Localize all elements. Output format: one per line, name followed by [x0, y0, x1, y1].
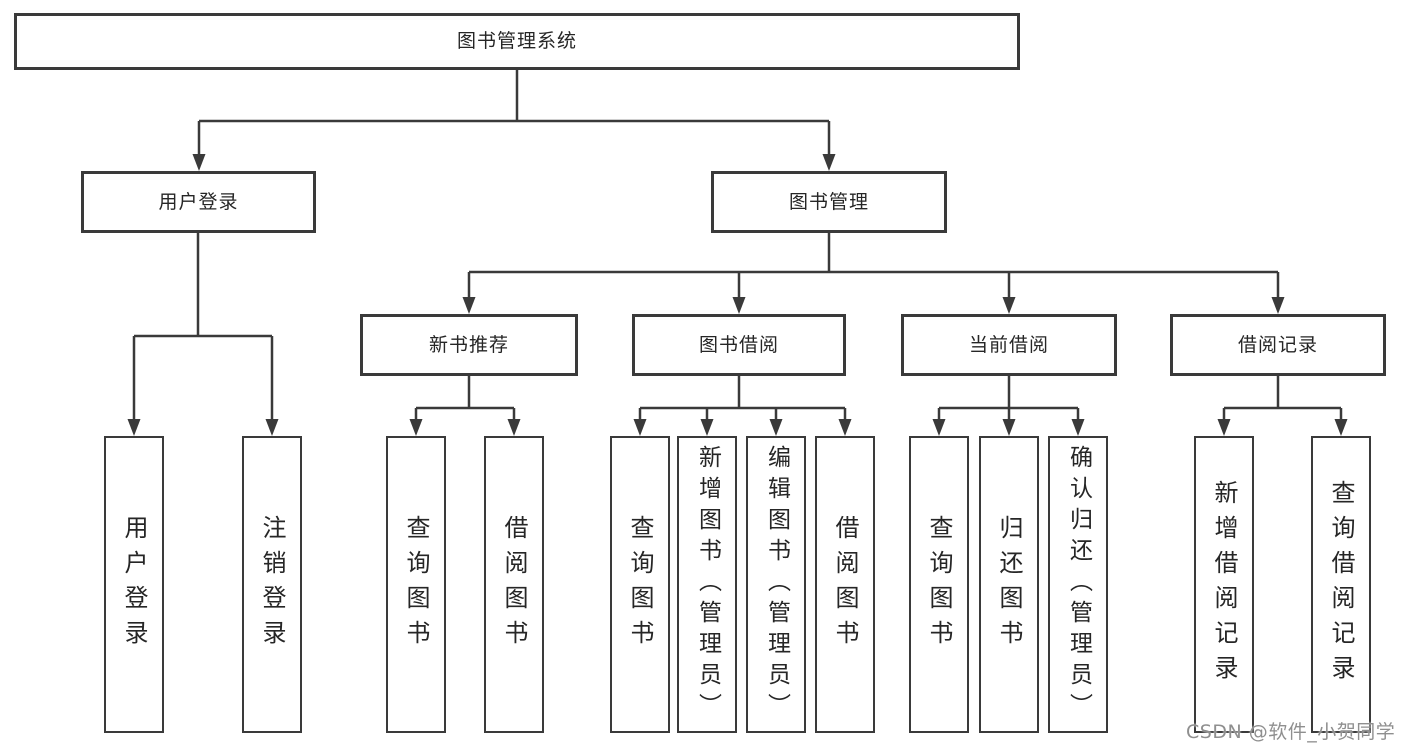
arrowhead-icon — [1002, 297, 1016, 314]
arrowhead-icon — [127, 419, 141, 436]
arrowhead-icon — [822, 154, 836, 171]
arrowhead-icon — [700, 419, 714, 436]
arrowhead-icons — [127, 154, 1348, 436]
leaf-user-login: 用户登录 — [104, 436, 164, 733]
node-new-book-recommendation: 新书推荐 — [360, 314, 578, 376]
leaf-borrowing-edit-books-admin: 编辑图书（管理员） — [746, 436, 806, 733]
leaf-records-query-borrow-record: 查询借阅记录 — [1311, 436, 1371, 733]
leaf-records-add-borrow-record: 新增借阅记录 — [1194, 436, 1254, 733]
arrowhead-icon — [732, 297, 746, 314]
node-label: 查询借阅记录 — [1327, 479, 1355, 690]
arrowhead-icon — [1271, 297, 1285, 314]
csdn-watermark: CSDN @软件_小贺同学 — [1186, 721, 1396, 743]
leaf-logout: 注销登录 — [242, 436, 302, 733]
node-book-borrowing: 图书借阅 — [632, 314, 846, 376]
arrowhead-icon — [838, 419, 852, 436]
node-label: 编辑图书（管理员） — [763, 445, 790, 724]
branch-lines — [132, 70, 1343, 421]
arrowhead-icon — [1002, 419, 1016, 436]
connector-borrow-record-branch — [1222, 376, 1343, 421]
arrowhead-icon — [265, 419, 279, 436]
node-book-management-system: 图书管理系统 — [14, 13, 1020, 70]
node-label: 借阅图书 — [500, 514, 528, 655]
node-label: 图书借阅 — [698, 333, 779, 356]
node-label: 确认归还（管理员） — [1065, 445, 1092, 724]
node-book-management: 图书管理 — [711, 171, 947, 233]
connector-root-to-level2 — [197, 70, 831, 156]
arrowhead-icon — [1334, 419, 1348, 436]
arrowhead-icon — [932, 419, 946, 436]
leaf-recommend-borrow-books: 借阅图书 — [484, 436, 544, 733]
node-label: 新增借阅记录 — [1210, 479, 1238, 690]
node-label: 注销登录 — [258, 514, 286, 655]
connector-book-borrow-branch — [638, 376, 847, 421]
node-user-login: 用户登录 — [81, 171, 316, 233]
node-label: 用户登录 — [158, 190, 239, 213]
leaf-borrowing-borrow-books: 借阅图书 — [815, 436, 875, 733]
arrowhead-icon — [769, 419, 783, 436]
arrowhead-icon — [409, 419, 423, 436]
node-label: 用户登录 — [120, 514, 148, 655]
node-current-borrowing: 当前借阅 — [901, 314, 1117, 376]
node-label: 借阅图书 — [831, 514, 859, 655]
node-label: 查询图书 — [402, 514, 430, 655]
leaf-current-query-books: 查询图书 — [909, 436, 969, 733]
connector-new-book-branch — [414, 376, 516, 421]
leaf-current-confirm-return-admin: 确认归还（管理员） — [1048, 436, 1108, 733]
leaf-recommend-query-books: 查询图书 — [386, 436, 446, 733]
node-label: 查询图书 — [925, 514, 953, 655]
node-label: 新增图书（管理员） — [694, 445, 721, 724]
leaf-borrowing-add-books-admin: 新增图书（管理员） — [677, 436, 737, 733]
arrowhead-icon — [633, 419, 647, 436]
node-label: 当前借阅 — [968, 333, 1049, 356]
arrowhead-icon — [462, 297, 476, 314]
arrowhead-icon — [507, 419, 521, 436]
connector-current-borrow-branch — [937, 376, 1080, 421]
node-label: 归还图书 — [995, 514, 1023, 655]
node-label: 新书推荐 — [428, 333, 509, 356]
connector-user-login-branch — [132, 233, 274, 421]
node-label: 图书管理 — [788, 190, 869, 213]
node-label: 查询图书 — [626, 514, 654, 655]
arrowhead-icon — [192, 154, 206, 171]
leaf-borrowing-query-books: 查询图书 — [610, 436, 670, 733]
arrowhead-icon — [1071, 419, 1085, 436]
node-label: 图书管理系统 — [456, 30, 577, 52]
connector-book-management-branch — [467, 233, 1280, 300]
node-label: 借阅记录 — [1237, 333, 1318, 356]
arrowhead-icon — [1217, 419, 1231, 436]
leaf-current-return-books: 归还图书 — [979, 436, 1039, 733]
node-borrowing-records: 借阅记录 — [1170, 314, 1386, 376]
